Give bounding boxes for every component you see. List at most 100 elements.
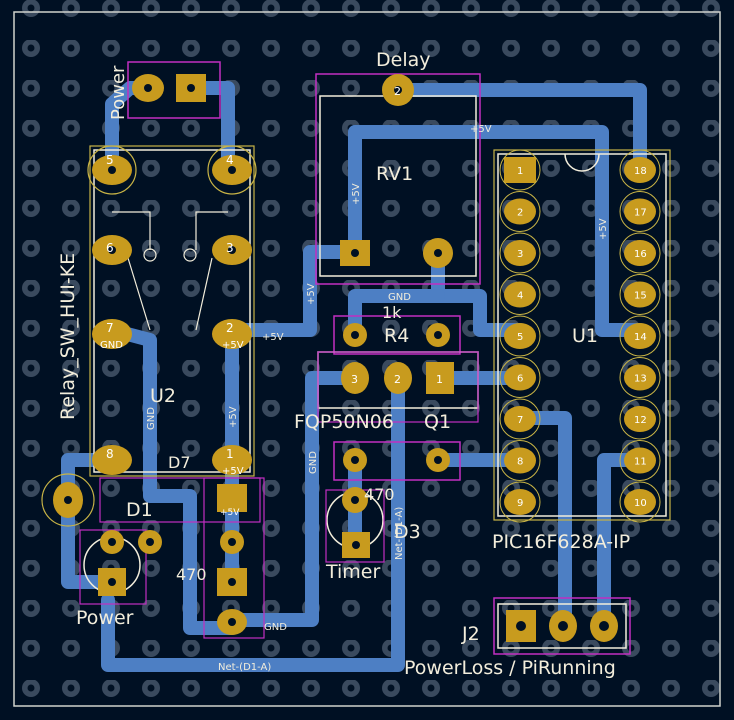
trace-net-d1a bbox=[101, 369, 405, 672]
svg-text:+5V: +5V bbox=[222, 340, 244, 351]
relay-inner-switch bbox=[112, 211, 228, 331]
u1-pad-left-5-label: 5 bbox=[517, 332, 523, 343]
label-timer: Timer bbox=[325, 561, 380, 583]
pads-j2 bbox=[506, 610, 618, 642]
net-label-gnd-relay: GND bbox=[146, 407, 157, 430]
rv1-pad-3 bbox=[423, 238, 453, 268]
net-label-v5-left: +5V bbox=[306, 283, 317, 305]
trace-v5-top bbox=[348, 125, 647, 337]
u1-fab bbox=[493, 149, 671, 521]
relay-pad-3: 3 bbox=[212, 235, 252, 265]
u1-silk bbox=[497, 153, 667, 517]
u1-pad-right-18: 18 bbox=[619, 149, 661, 191]
silkscreen-text: Delay RV1 U1 PIC16F628A-IP Relay_SW_HUI-… bbox=[57, 49, 630, 679]
u1-pad-left-2-label: 2 bbox=[517, 208, 523, 219]
mid-pad-a bbox=[138, 530, 162, 554]
net-label-v5-rv1: +5V bbox=[351, 183, 362, 205]
net-label-gnd-bottom: GND bbox=[264, 622, 287, 633]
u1-pad-left-7-label: 7 bbox=[517, 415, 523, 426]
diode-left-silk bbox=[41, 473, 95, 527]
r4-courtyard bbox=[333, 315, 461, 355]
u1-pad-left-9: 9 bbox=[499, 481, 541, 523]
r4-pad-2 bbox=[426, 323, 450, 347]
rv1-pad-1 bbox=[340, 240, 370, 266]
label-delay: Delay bbox=[376, 49, 431, 71]
net-label-v5-relayv: +5V bbox=[228, 406, 239, 428]
label-led-value: 470 bbox=[364, 485, 395, 504]
label-u1: U1 bbox=[572, 325, 598, 347]
u1-pad-right-10: 10 bbox=[619, 481, 661, 523]
label-relay: Relay_SW_HUI-KE bbox=[57, 253, 79, 420]
label-led-value-left: 470 bbox=[176, 565, 207, 584]
relay-pad-6: 6 bbox=[92, 235, 132, 265]
u1-pad-right-15-label: 15 bbox=[634, 291, 647, 302]
u1-pad-left-7: 7 bbox=[499, 398, 541, 440]
label-q1-value: FQP50N06 bbox=[294, 411, 394, 433]
label-j2: J2 bbox=[461, 623, 480, 645]
relay-pad-4: 4 bbox=[207, 145, 257, 195]
net-labels: +5V +5V +5V +5V +5V +5V GND GND GND GND … bbox=[146, 124, 609, 673]
u1-pad-right-13-label: 13 bbox=[634, 374, 647, 385]
svg-text:+5V: +5V bbox=[222, 466, 244, 477]
net-label-d1a-vertical: Net-(D1-A) bbox=[394, 507, 405, 560]
power-top-pad-2 bbox=[132, 74, 164, 102]
d1-pad-2 bbox=[100, 530, 124, 554]
u1-pad-left-1: 1 bbox=[499, 149, 541, 191]
net-label-gnd-rv1: GND bbox=[388, 292, 411, 303]
svg-text:1: 1 bbox=[226, 447, 234, 461]
label-d3: D3 bbox=[394, 521, 421, 543]
label-u1-value: PIC16F628A-IP bbox=[492, 531, 630, 553]
q1-courtyard bbox=[317, 351, 479, 423]
relay-pad-2: 2+5V bbox=[212, 319, 252, 351]
net-label-v5-top: +5V bbox=[470, 124, 492, 135]
u1-pad-right-16-label: 16 bbox=[634, 249, 647, 260]
net-label-v5-u1: +5V bbox=[598, 218, 609, 240]
trace-gnd-q1 bbox=[225, 371, 362, 627]
d1-courtyard bbox=[79, 529, 147, 605]
u1-pad-right-10-label: 10 bbox=[634, 498, 647, 509]
u1-pad-right-14-label: 14 bbox=[634, 332, 647, 343]
label-rv1: RV1 bbox=[376, 163, 413, 185]
svg-text:3: 3 bbox=[351, 373, 358, 386]
relay-bottom-pad-2 bbox=[217, 568, 247, 596]
relay-pad-8: 8 bbox=[92, 445, 132, 475]
svg-text:3: 3 bbox=[226, 241, 234, 255]
pads-r4-q1: 3 2 1 bbox=[341, 323, 454, 558]
svg-text:2: 2 bbox=[394, 85, 401, 98]
u1-pad-right-15: 15 bbox=[619, 274, 661, 315]
relay-pad-1: 1+5V bbox=[212, 445, 252, 477]
svg-text:GND: GND bbox=[100, 340, 123, 351]
svg-text:2: 2 bbox=[394, 373, 401, 386]
pads-rv1: 2 bbox=[340, 74, 453, 268]
u1-pad-right-11: 11 bbox=[619, 440, 661, 481]
u1-pad-right-13: 13 bbox=[619, 357, 661, 398]
relay-bottom-courtyard bbox=[203, 477, 265, 639]
relay-bottom-pad-1: +5V bbox=[217, 484, 247, 518]
d3-pad-1 bbox=[342, 532, 370, 558]
svg-text:5: 5 bbox=[106, 153, 114, 167]
rv1-pad-2: 2 bbox=[382, 74, 414, 106]
label-d1: D1 bbox=[126, 499, 153, 521]
d3-pad-2 bbox=[342, 487, 368, 513]
u1-pad-left-4: 4 bbox=[499, 274, 541, 315]
timer-r-pad-2 bbox=[426, 448, 450, 472]
q1-pad-3: 3 bbox=[341, 362, 369, 394]
j2-pad-2 bbox=[549, 610, 577, 642]
u1-pad-right-17: 17 bbox=[619, 191, 661, 232]
u1-pad-left-6: 6 bbox=[499, 357, 541, 398]
d-mid-courtyard bbox=[99, 477, 261, 523]
relay-silk bbox=[93, 149, 251, 473]
svg-text:8: 8 bbox=[106, 447, 114, 461]
net-label-gnd-q1: GND bbox=[308, 451, 319, 474]
mid-pad-b bbox=[220, 530, 244, 554]
trace-gnd-r4 bbox=[348, 289, 445, 337]
u1-pad-left-1-label: 1 bbox=[517, 166, 523, 177]
u1-pad-right-12-label: 12 bbox=[634, 415, 647, 426]
u1-pad-left-3-label: 3 bbox=[517, 249, 523, 260]
j2-pad-3 bbox=[590, 610, 618, 642]
q1-pad-1: 1 bbox=[426, 362, 454, 394]
